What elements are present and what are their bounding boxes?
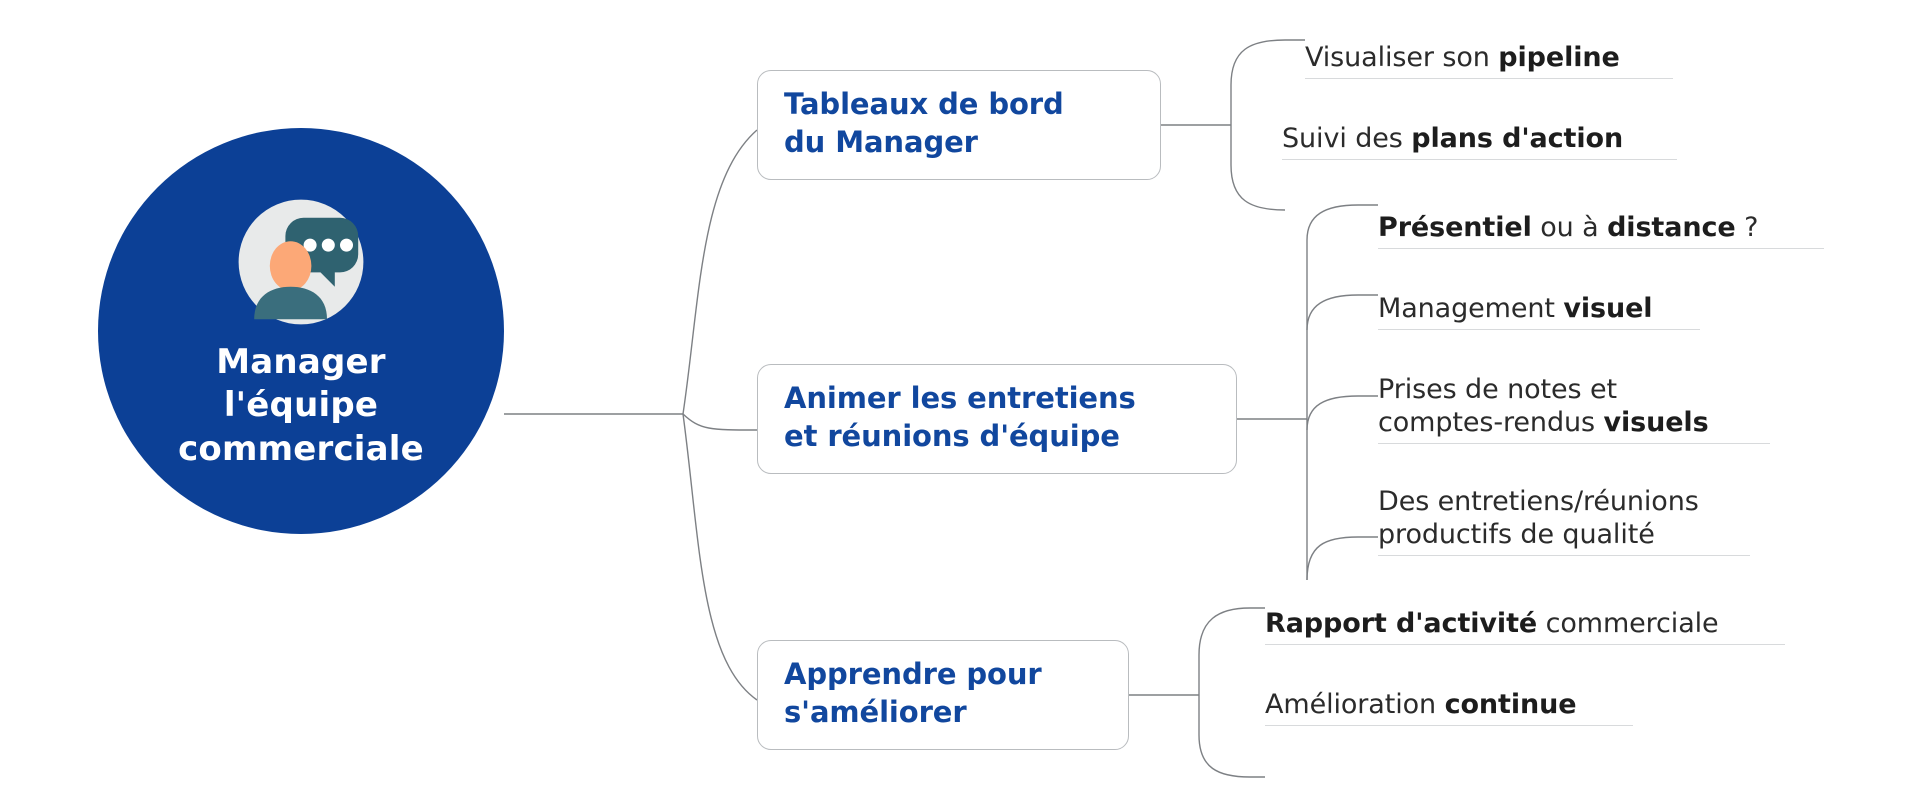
branch-node-apprendre[interactable]: Apprendre pour s'améliorer <box>757 640 1129 750</box>
connector-leaf-2-0 <box>1198 607 1265 656</box>
connector-leaf-1-2 <box>1306 395 1378 431</box>
branch-node-tableaux-de-bord[interactable]: Tableaux de bord du Manager <box>757 70 1161 180</box>
leaf-item[interactable]: Prises de notes et comptes-rendus visuel… <box>1378 374 1770 444</box>
leaf-item[interactable]: Présentiel ou à distance ? <box>1378 212 1824 249</box>
root-label: Manager l'équipe commerciale <box>178 342 424 469</box>
leaf-label: Prises de notes et comptes-rendus visuel… <box>1378 374 1709 438</box>
leaf-item[interactable]: Visualiser son pipeline <box>1305 42 1673 79</box>
leaf-item[interactable]: Suivi des plans d'action <box>1282 123 1677 160</box>
branch-label: Tableaux de bord du Manager <box>784 87 1064 159</box>
connector-leaf-2-1 <box>1198 734 1265 778</box>
person-speech-bubble-icon <box>238 199 364 325</box>
connector-leaf-1-1 <box>1306 294 1378 331</box>
root-node[interactable]: Manager l'équipe commerciale <box>98 128 504 534</box>
connector-leaf-1-0 <box>1306 204 1378 241</box>
leaf-label: Management visuel <box>1378 293 1653 324</box>
leaf-label: Rapport d'activité commerciale <box>1265 608 1719 639</box>
branch-label: Animer les entretiens et réunions d'équi… <box>784 381 1136 453</box>
leaf-label: Visualiser son pipeline <box>1305 42 1620 73</box>
leaf-label: Amélioration continue <box>1265 689 1577 720</box>
leaf-item[interactable]: Des entretiens/réunions productifs de qu… <box>1378 486 1750 556</box>
branch-label: Apprendre pour s'améliorer <box>784 657 1042 729</box>
leaf-item[interactable]: Rapport d'activité commerciale <box>1265 608 1785 645</box>
connector-leaf-1-3 <box>1306 536 1378 581</box>
leaf-label: Présentiel ou à distance ? <box>1378 212 1759 243</box>
connector-leaf-0-0 <box>1230 39 1305 86</box>
leaf-item[interactable]: Amélioration continue <box>1265 689 1633 726</box>
connector-leaf-0-1 <box>1230 164 1286 211</box>
connector-branch-2 <box>682 413 758 701</box>
connector-branch-0 <box>682 129 758 415</box>
branch-node-animer-entretiens[interactable]: Animer les entretiens et réunions d'équi… <box>757 364 1237 474</box>
leaf-label: Suivi des plans d'action <box>1282 123 1624 154</box>
leaf-label: Des entretiens/réunions productifs de qu… <box>1378 486 1699 550</box>
leaf-item[interactable]: Management visuel <box>1378 293 1700 330</box>
connector-branch-1 <box>682 413 758 431</box>
